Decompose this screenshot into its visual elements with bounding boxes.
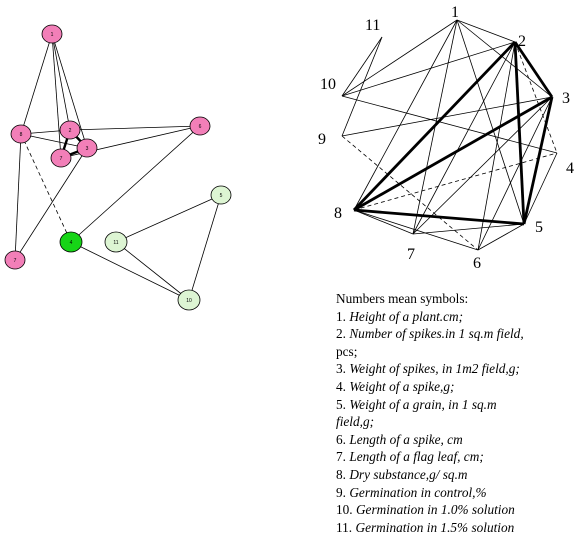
edge-11-10 (115, 241, 190, 301)
label-r-11: 11 (365, 17, 380, 34)
node-4: 4 (59, 231, 83, 253)
label-r-8: 8 (334, 205, 342, 222)
edge-3-7b (14, 147, 88, 261)
edge-4-10 (70, 241, 190, 301)
edge-r-1-3 (456, 19, 553, 98)
left-graph: 1 8 2 7 3 6 5 (4, 24, 232, 311)
edge-r-8-5-bold (353, 208, 525, 226)
edge-1-3 (51, 33, 88, 149)
edge-r-2-4-dashed (514, 41, 558, 154)
edge-r-10-4 (341, 95, 558, 154)
edge-r-2-5-bold (513, 41, 526, 225)
label-r-6: 6 (473, 255, 481, 272)
edge-1-2 (51, 33, 71, 131)
svg-text:4: 4 (70, 240, 73, 246)
svg-text:7: 7 (60, 156, 63, 162)
legend-item-9: 9. Germination in control,% (336, 484, 487, 500)
legend-item-7: 7. Length of a flag leaf, cm; (336, 449, 484, 465)
node-10: 10 (177, 289, 201, 311)
node-1: 1 (41, 24, 63, 44)
edge-r-8-7 (353, 209, 414, 235)
legend-item-4: 4. Weight of a spike,g; (336, 378, 455, 394)
svg-text:8: 8 (20, 132, 23, 138)
label-r-7: 7 (407, 246, 415, 263)
node-6: 6 (189, 116, 211, 136)
node-2: 2 (59, 120, 81, 140)
edge-8-4-dashed (20, 133, 72, 243)
legend-item-2: 2. Number of spikes.in 1 sq.m field, (336, 326, 524, 342)
edge-1-7 (51, 33, 62, 159)
svg-text:7: 7 (14, 258, 17, 264)
edge-r-8-2-bold (352, 41, 517, 211)
legend-item-5-cont: field,g; (336, 414, 375, 430)
node-8: 8 (10, 124, 32, 144)
edge-r-2-6 (477, 41, 516, 251)
svg-text:1: 1 (51, 32, 54, 38)
legend-item-10: 10. Germination in 1.0% solution (336, 502, 515, 518)
edge-1-8 (20, 33, 53, 135)
svg-text:11: 11 (113, 240, 118, 246)
edge-r-5-4 (523, 152, 558, 225)
edge-r-11-10 (341, 36, 383, 97)
label-r-10: 10 (320, 76, 336, 93)
edge-r-3-7 (412, 96, 553, 235)
edge-r-5-6 (477, 223, 525, 251)
edge-r-3-6 (477, 96, 553, 251)
edge-r-10-2 (341, 41, 516, 97)
edge-r-11-9 (341, 36, 383, 137)
label-r-1: 1 (451, 4, 459, 21)
label-r-9: 9 (318, 131, 326, 148)
node-5: 5 (210, 185, 232, 205)
right-graph: 1 2 3 4 5 6 7 8 9 10 11 (318, 4, 574, 272)
svg-text:10: 10 (186, 298, 192, 304)
node-7: 7 (50, 148, 72, 168)
legend: Numbers mean symbols: 1. Height of a pla… (336, 290, 581, 536)
label-r-3: 3 (562, 90, 570, 107)
edge-r-5-7 (412, 223, 525, 235)
legend-item-3: 3. Weight of spikes, in 1m2 field,g; (336, 361, 520, 377)
legend-item-2-cont: pcs; (336, 343, 358, 359)
right-graph-edges (341, 19, 558, 251)
right-graph-labels: 1 2 3 4 5 6 7 8 9 10 11 (318, 4, 574, 272)
edge-8-7b (14, 133, 22, 261)
edge-r-1-5 (456, 19, 525, 225)
edge-11-5 (115, 194, 222, 243)
edge-r-2-7 (412, 41, 516, 235)
node-11: 11 (104, 231, 128, 253)
legend-item-11: 11. Germination in 1.5% solution (336, 519, 515, 535)
edge-r-1-8 (353, 19, 458, 211)
svg-text:5: 5 (220, 193, 223, 199)
edge-r-2-3-bold (513, 41, 554, 98)
edge-8-3 (20, 133, 88, 149)
legend-item-8: 8. Dry substance,g/ sq.m (336, 466, 468, 482)
label-r-4: 4 (566, 160, 574, 177)
svg-text:2: 2 (69, 128, 72, 134)
edge-r-8-6 (353, 209, 479, 251)
legend-item-5: 5. Weight of a grain, in 1 sq.m (336, 396, 497, 412)
edge-r-1-2 (456, 19, 516, 43)
edge-r-3-5-bold (522, 96, 554, 225)
legend-item-6: 6. Length of a spike, cm (336, 431, 463, 447)
edge-r-8-4-dashed (353, 152, 558, 211)
edge-5-10 (188, 194, 222, 301)
left-graph-edges (14, 33, 222, 301)
node-3: 3 (76, 138, 98, 158)
svg-text:3: 3 (86, 146, 89, 152)
edge-r-9-6-dashed (341, 135, 479, 251)
edge-6-4 (70, 125, 201, 243)
legend-heading: Numbers mean symbols: (336, 291, 469, 306)
edge-2-6 (69, 125, 201, 131)
node-7b: 7 (4, 250, 26, 270)
svg-text:6: 6 (199, 124, 202, 130)
edge-r-1-10 (341, 19, 458, 97)
label-r-5: 5 (535, 219, 543, 236)
label-r-2: 2 (518, 33, 526, 50)
left-graph-nodes: 1 8 2 7 3 6 5 (4, 24, 232, 311)
legend-item-1: 1. Height of a plant.cm; (336, 308, 464, 324)
